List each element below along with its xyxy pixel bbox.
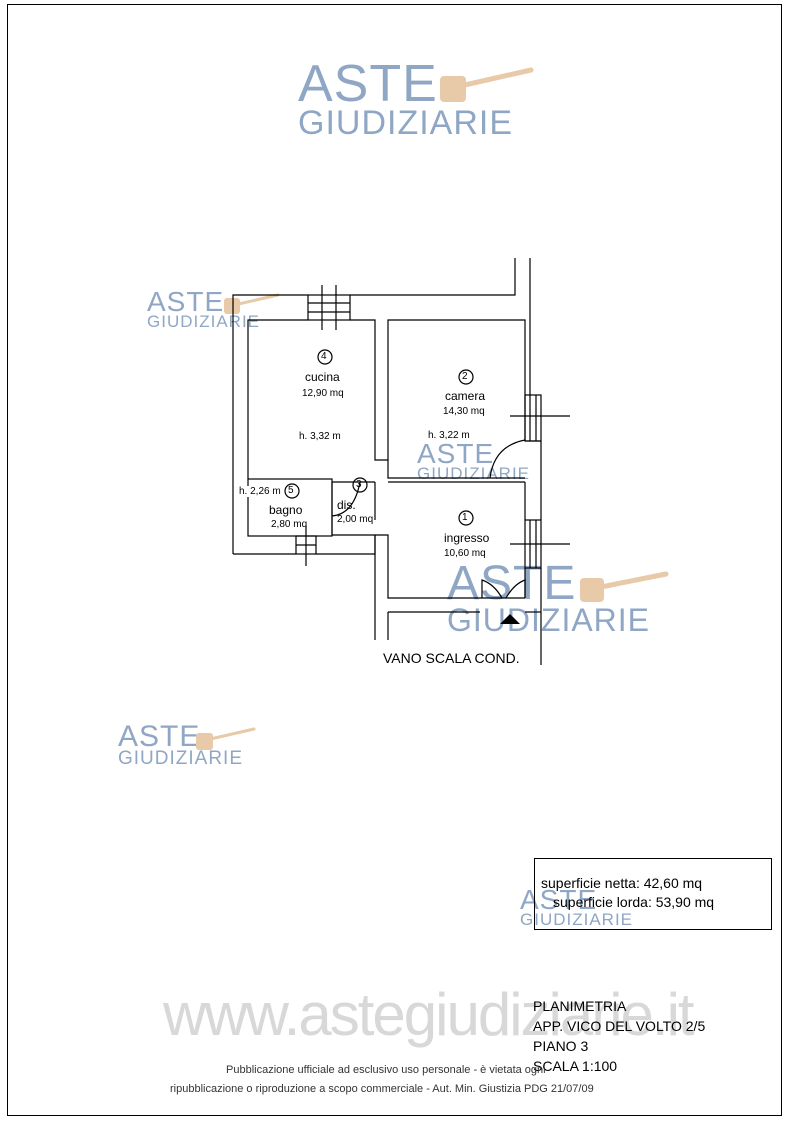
surface-net: superficie netta: 42,60 mq (541, 875, 703, 891)
watermark-logo-bottom-left: ASTE GIUDIZIARIE (118, 720, 244, 769)
room-number-camera: 2 (462, 371, 468, 382)
room-number-ingresso: 1 (462, 512, 468, 523)
watermark-logo-left: ASTE GIUDIZIARIE (147, 286, 261, 331)
watermark-logo-top: ASTE GIUDIZIARIE (298, 55, 514, 142)
title-line-3: PIANO 3 (533, 1038, 589, 1054)
room-height-cucina: h. 3,32 m (299, 431, 341, 442)
page-frame (7, 4, 782, 1116)
title-line-1: PLANIMETRIA (533, 998, 627, 1014)
surface-box: superficie netta: 42,60 mq superficie lo… (534, 858, 772, 930)
room-area-ingresso: 10,60 mq (444, 548, 486, 559)
room-number-cucina: 4 (321, 351, 327, 362)
footer-line-2: ripubblicazione o riproduzione a scopo c… (170, 1083, 594, 1095)
room-area-dis: 2,00 mq (337, 514, 374, 525)
title-line-4: SCALA 1:100 (533, 1058, 618, 1074)
room-name-dis: dis. (337, 498, 356, 512)
room-height-camera: h. 3,22 m (428, 430, 470, 441)
title-line-2: APP. VICO DEL VOLTO 2/5 (533, 1018, 706, 1034)
room-number-dis: 3 (356, 479, 362, 490)
room-area-cucina: 12,90 mq (302, 388, 344, 399)
gavel-icon (224, 293, 280, 314)
watermark-logo-box: ASTE GIUDIZIARIE (520, 884, 634, 929)
gavel-icon (580, 571, 669, 602)
room-height-bagno: h. 2,26 m (239, 486, 281, 497)
gavel-icon (196, 727, 256, 750)
room-area-bagno: 2,80 mq (271, 519, 308, 530)
room-number-bagno: 5 (288, 485, 294, 496)
footer-line-1: Pubblicazione ufficiale ad esclusivo uso… (226, 1064, 546, 1076)
room-name-bagno: bagno (269, 503, 303, 517)
site-watermark: www.astegiudiziarie.it (163, 981, 695, 1048)
surface-gross: superficie lorda: 53,90 mq (553, 894, 715, 910)
room-area-camera: 14,30 mq (443, 406, 485, 417)
room-name-camera: camera (445, 389, 486, 403)
stair-label: VANO SCALA COND. (383, 650, 520, 666)
gavel-icon (440, 67, 534, 102)
room-name-ingresso: ingresso (444, 531, 490, 545)
room-name-cucina: cucina (305, 370, 340, 384)
watermark-logo-right: ASTE GIUDIZIARIE (447, 557, 651, 638)
title-block: PLANIMETRIA APP. VICO DEL VOLTO 2/5 PIAN… (533, 996, 705, 1076)
